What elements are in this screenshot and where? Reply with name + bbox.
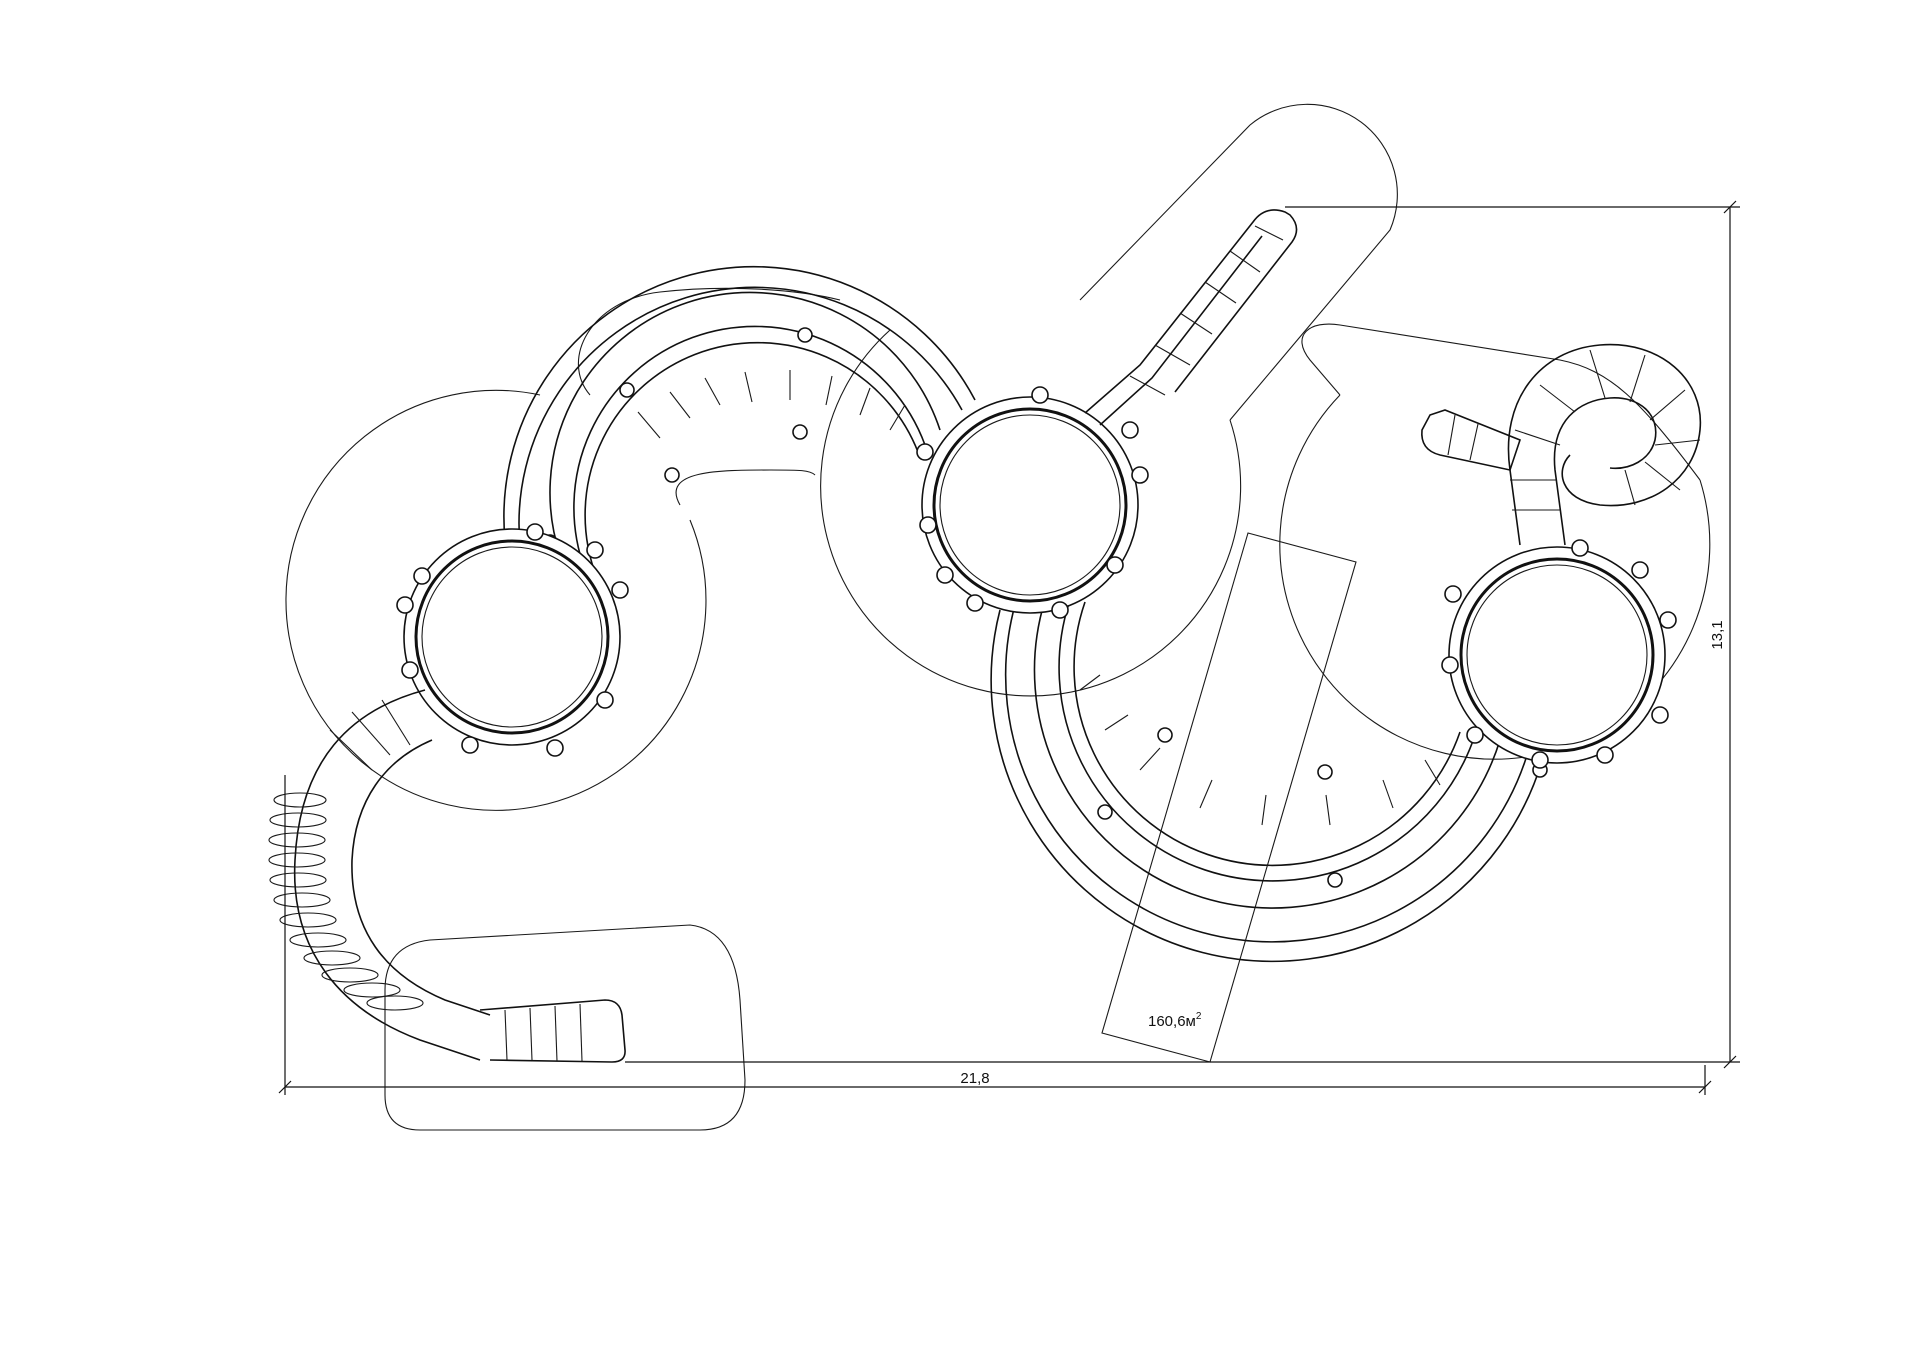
spiral-tube-slide: [1421, 343, 1702, 546]
area-value: 160,6м: [1148, 1013, 1196, 1030]
tower-middle: [916, 386, 1149, 619]
area-zone-rectangle: [1101, 532, 1357, 1063]
area-unit-superscript: 2: [1196, 1011, 1202, 1022]
tower-left: [396, 523, 629, 757]
dimension-width-label: 21,8: [960, 1070, 989, 1087]
safety-zone-outline: [285, 103, 1711, 1131]
curved-bridge-left: [503, 265, 976, 593]
dimension-lines: [278, 200, 1740, 1095]
tower-right: [1441, 539, 1677, 769]
dimension-height-label: 13,1: [1709, 620, 1726, 649]
area-label: 160,6м2: [1148, 1011, 1202, 1030]
curved-bridge-right: [990, 599, 1548, 963]
straight-slide: [1084, 209, 1298, 426]
curved-tube-slide: [268, 689, 626, 1063]
